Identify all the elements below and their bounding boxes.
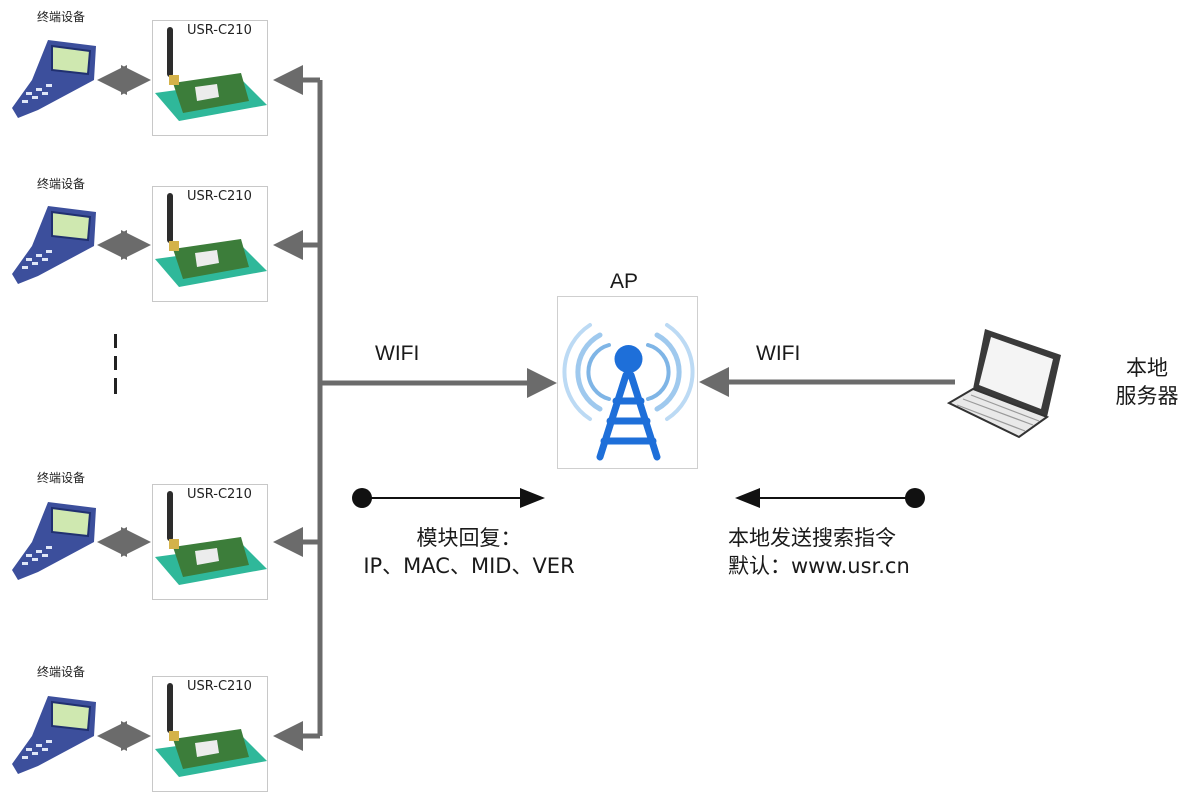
local-server-label: 本地 服务器 [1107,354,1187,410]
search-caption-line1: 本地发送搜索指令 [728,526,896,550]
handheld-device-icon [12,502,96,580]
wifi-module-board-icon [155,683,267,777]
module-name: USR-C210 [187,679,252,694]
handheld-device-icon [12,696,96,774]
terminal-label: 终端设备 [37,471,86,485]
reply-direction-arrow [352,488,545,508]
ellipsis-dash-1 [114,334,117,348]
usr-c210-module: USR-C210 [152,484,268,600]
usr-c210-module: USR-C210 [152,186,268,302]
left-wifi-label: WIFI [375,342,420,365]
server-label-line1: 本地 [1126,356,1168,380]
handheld-device-icon [12,40,96,118]
module-reply-caption: 模块回复： IP、MAC、MID、VER [338,524,600,580]
ellipsis-dash-2 [114,356,117,370]
server-label-line2: 服务器 [1115,384,1179,408]
ap-label: AP [610,270,639,293]
usr-c210-module: USR-C210 [152,20,268,136]
module-name: USR-C210 [187,487,252,502]
wifi-module-board-icon [155,491,267,585]
ellipsis-dash-3 [114,378,117,394]
reply-caption-line2: IP、MAC、MID、VER [363,554,575,578]
reply-caption-line1: 模块回复： [416,526,522,550]
search-command-caption: 本地发送搜索指令 默认：www.usr.cn [728,524,968,580]
handheld-device-icon [12,206,96,284]
access-point [557,296,698,469]
wifi-module-board-icon [155,27,267,121]
terminal-label: 终端设备 [37,10,86,24]
module-name: USR-C210 [187,23,252,38]
search-caption-line2: 默认：www.usr.cn [728,554,910,578]
module-name: USR-C210 [187,189,252,204]
search-direction-arrow [735,488,925,508]
laptop-icon [946,329,1061,439]
right-wifi-label: WIFI [756,342,801,365]
usr-c210-module: USR-C210 [152,676,268,792]
terminal-label: 终端设备 [37,665,86,679]
terminal-label: 终端设备 [37,177,86,191]
signal-tower-icon [562,323,695,461]
wifi-module-board-icon [155,193,267,287]
